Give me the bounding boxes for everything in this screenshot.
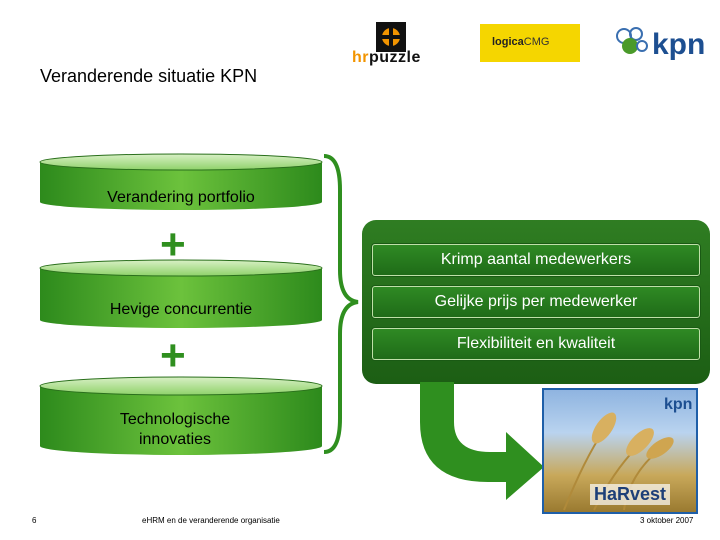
puzzle-icon: [376, 22, 406, 52]
cylinder-label-3: Technologische innovaties: [119, 411, 231, 448]
hrpuzzle-logo-hr: hr: [352, 49, 369, 66]
harvest-kpn-text: kpn: [664, 396, 693, 413]
kpn-logo-text: kpn: [652, 28, 706, 61]
harvest-logo-text: HaRvest: [590, 484, 671, 505]
plus-icon-2: +: [160, 331, 186, 380]
hrpuzzle-logo-puzzle: puzzle: [369, 49, 421, 66]
kpn-logo: kpn: [612, 22, 712, 66]
logica-logo-text: logica: [492, 36, 524, 48]
kpn-crown-icon: [616, 27, 648, 54]
curly-brace: [323, 154, 359, 454]
cylinder-1: [39, 153, 323, 210]
curved-arrow: [420, 382, 544, 500]
outcome-bar-1: Krimp aantal medewerkers: [372, 244, 700, 276]
cylinder-label-2: Hevige concurrentie: [109, 301, 253, 318]
outcome-bar-3: Flexibiliteit en kwaliteit: [372, 328, 700, 360]
hrpuzzle-logo: hrpuzzle: [350, 18, 442, 66]
footer-date: 3 oktober 2007: [640, 516, 694, 525]
cylinder-label-1: Verandering portfolio: [107, 189, 255, 206]
logicacmg-logo: logicaCMG: [480, 24, 580, 62]
page-number: 6: [32, 516, 37, 525]
cylinder-2: [39, 259, 323, 328]
cylinder-3: [39, 376, 323, 455]
plus-icon-1: +: [160, 220, 186, 269]
outcome-bar-2: Gelijke prijs per medewerker: [372, 286, 700, 318]
cmg-logo-text: CMG: [523, 36, 550, 48]
page-title: Veranderende situatie KPN: [40, 66, 258, 86]
harvest-image: kpn HaRvest: [542, 388, 698, 514]
footer-center-text: eHRM en de veranderende organisatie: [142, 516, 280, 525]
wheat-icon: [563, 412, 674, 511]
cylinder-stack: [39, 153, 323, 455]
